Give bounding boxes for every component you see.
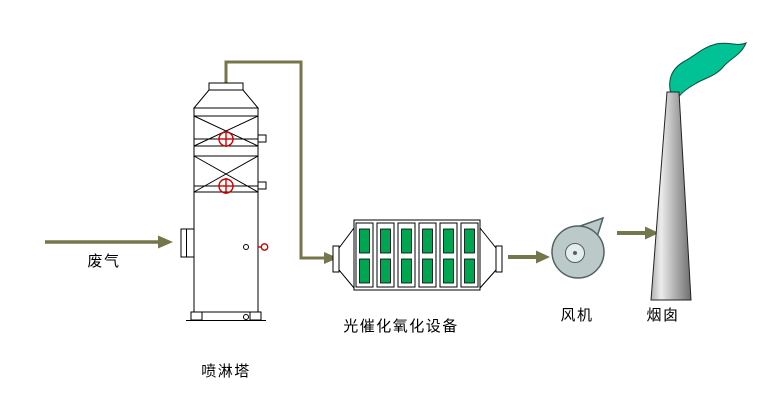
fan: [551, 216, 605, 279]
lamp-panel: [376, 222, 395, 288]
unit-body: [353, 219, 481, 291]
tower-inlet-flange: [180, 228, 195, 258]
unit-right-plate: [495, 245, 503, 273]
bolt-icon: [243, 244, 249, 250]
spray-nozzle-1: [194, 131, 267, 147]
chimney-label: 烟囱: [646, 306, 680, 324]
uv-lamp: [380, 228, 391, 254]
spray-tower: [180, 82, 269, 321]
unit-left-cone: [338, 226, 355, 290]
uv-lamp: [443, 228, 454, 254]
uv-lamp: [401, 258, 412, 284]
uv-lamp: [380, 258, 391, 284]
tower-base: [186, 311, 266, 321]
arrow-head-icon: [158, 235, 173, 249]
tower-top-cone: [192, 89, 260, 109]
arrow-head-icon: [645, 226, 659, 240]
uv-lamp: [464, 258, 475, 284]
fan-label: 风机: [560, 306, 594, 324]
waste-gas-label: 废气: [87, 252, 121, 270]
waste-gas-flow-arrow: [45, 235, 173, 249]
lamp-panel: [418, 222, 437, 288]
fan-hub-center: [573, 251, 577, 255]
lamp-panel: [460, 222, 479, 288]
uv-lamp: [422, 258, 433, 284]
lamp-grid: [355, 222, 479, 288]
tower-top-stub: [208, 82, 244, 91]
uv-lamp: [464, 228, 475, 254]
spray-pipe-stub-1: [257, 134, 267, 143]
uv-lamp: [359, 228, 370, 254]
unit-left-plate: [332, 245, 340, 273]
spray-nozzle-2: [194, 178, 267, 194]
smoke-plume: [669, 42, 747, 99]
photocatalytic-unit: [332, 219, 503, 291]
drain-valve-icon: [258, 243, 269, 251]
uv-lamp: [443, 258, 454, 284]
unit-to-fan-arrow: [508, 250, 550, 264]
bolt-icon: [243, 314, 249, 320]
uv-lamp: [422, 228, 433, 254]
chimney-stack: [650, 91, 692, 301]
tower-outlet-pipe: [224, 60, 338, 264]
fan-to-chimney-arrow: [617, 226, 659, 240]
pipe-run: [224, 60, 324, 260]
lamp-panel: [439, 222, 458, 288]
uv-lamp: [359, 258, 370, 284]
photocatalytic-unit-label: 光催化氧化设备: [343, 317, 459, 335]
arrow-head-icon: [536, 250, 550, 264]
uv-lamp: [401, 228, 412, 254]
pipe-arrow-head-icon: [324, 252, 338, 264]
lamp-panel: [397, 222, 416, 288]
unit-right-cone: [479, 226, 497, 290]
spray-pipe-stub-2: [257, 181, 267, 190]
chimney: [650, 42, 747, 301]
lamp-panel: [355, 222, 374, 288]
spray-tower-label: 喷淋塔: [201, 362, 251, 380]
